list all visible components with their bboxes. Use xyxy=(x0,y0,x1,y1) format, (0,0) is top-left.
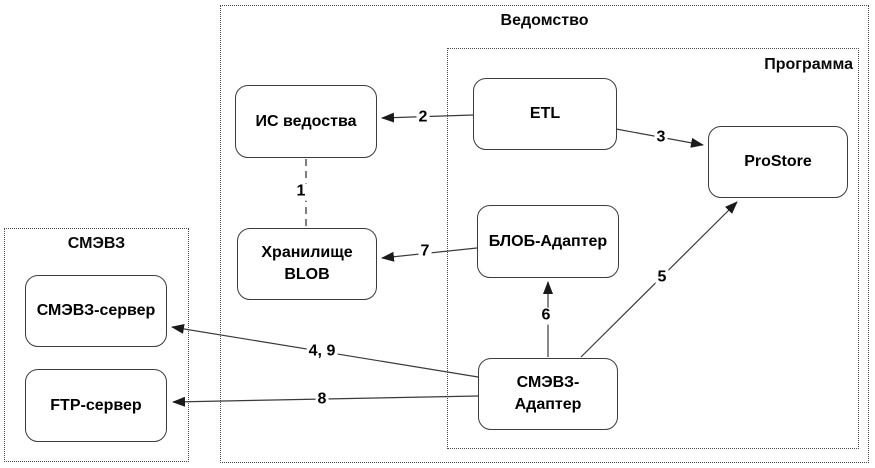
node-blob-adapter-label: БЛОБ-Адаптер xyxy=(488,232,608,250)
node-etl-label: ETL xyxy=(529,105,561,122)
node-smev-server-label: СМЭВЗ-сервер xyxy=(36,302,156,319)
edge-7-label: 7 xyxy=(418,242,432,261)
node-blob-storage-label-line1: Хранилище xyxy=(261,244,353,261)
edge-4-9-label: 4, 9 xyxy=(306,342,338,361)
node-smev-adapter-label-line1: СМЭВЗ- xyxy=(516,374,580,391)
node-prostore-label: ProStore xyxy=(744,153,812,170)
node-blob-adapter: БЛОБ-Адаптер xyxy=(477,205,619,278)
node-etl: ETL xyxy=(473,78,617,150)
node-prostore: ProStore xyxy=(708,126,848,198)
node-is-vedostva: ИС ведоства xyxy=(235,85,377,158)
edge-6-label: 6 xyxy=(539,306,553,325)
node-smev-adapter-label-line2: Адаптер xyxy=(514,396,582,413)
group-programma-title: Программа xyxy=(764,56,853,73)
edge-3-label: 3 xyxy=(654,128,668,147)
node-ftp-server: FTP-сервер xyxy=(25,369,167,442)
edge-5-label: 5 xyxy=(655,268,669,287)
edge-2-label: 2 xyxy=(416,108,430,127)
node-is-vedostva-label: ИС ведоства xyxy=(255,112,357,130)
node-ftp-server-label: FTP-сервер xyxy=(50,396,142,414)
group-vedomstvo-title: Ведомство xyxy=(500,12,589,29)
group-vedomstvo: Ведомство xyxy=(220,5,869,463)
node-smev-adapter: СМЭВЗ- Адаптер xyxy=(478,358,618,430)
group-smev-title: СМЭВЗ xyxy=(67,235,126,252)
edge-1-label: 1 xyxy=(294,182,308,201)
node-blob-storage-label-line2: BLOB xyxy=(284,266,330,283)
node-blob-storage: Хранилище BLOB xyxy=(237,228,377,300)
edge-8-label: 8 xyxy=(315,390,329,409)
node-smev-server: СМЭВЗ-сервер xyxy=(25,275,167,347)
